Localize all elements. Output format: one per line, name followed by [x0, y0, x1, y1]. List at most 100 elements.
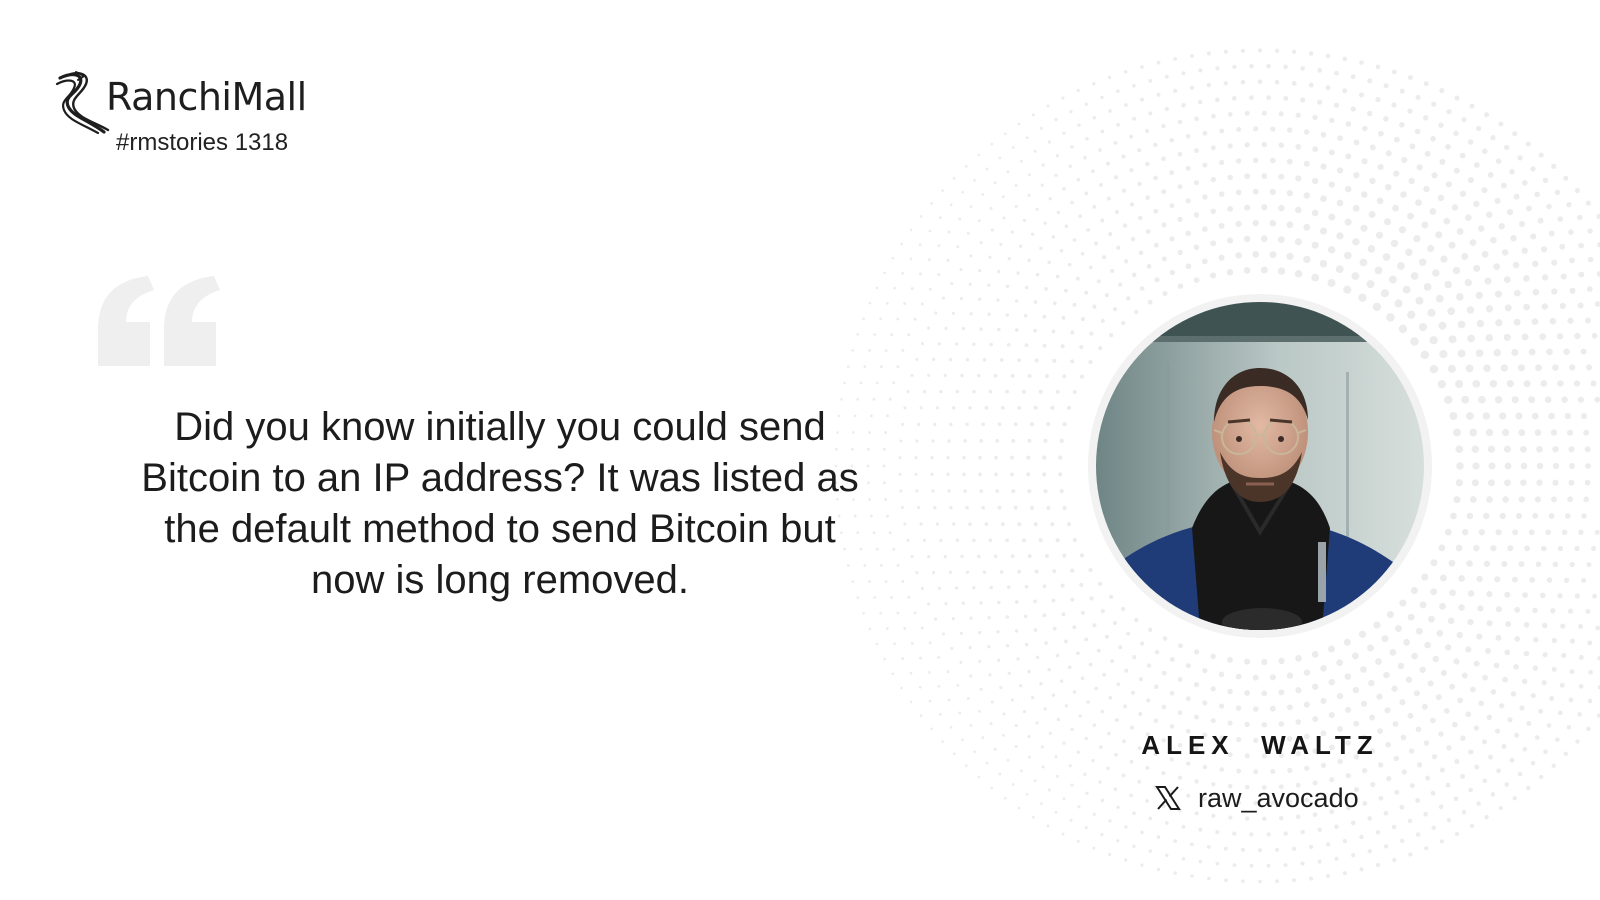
- halftone-dot: [1581, 577, 1587, 583]
- halftone-dot: [1040, 183, 1044, 187]
- halftone-dot: [1378, 130, 1384, 137]
- halftone-dot: [993, 181, 997, 185]
- halftone-dot: [862, 612, 865, 615]
- halftone-dot: [1070, 330, 1075, 335]
- halftone-dot: [1391, 824, 1397, 830]
- halftone-dot: [1034, 569, 1039, 574]
- halftone-dot: [1528, 396, 1536, 404]
- halftone-dot: [988, 255, 992, 259]
- halftone-dot: [1464, 278, 1472, 287]
- halftone-dot: [1148, 78, 1153, 83]
- halftone-dot: [1449, 683, 1456, 690]
- halftone-dot: [1164, 74, 1169, 79]
- halftone-dot: [1269, 674, 1276, 681]
- halftone-dot: [1236, 800, 1241, 805]
- halftone-dot: [1076, 276, 1080, 281]
- halftone-dot: [1498, 805, 1504, 811]
- halftone-dot: [1564, 412, 1571, 420]
- halftone-dot: [1169, 170, 1175, 176]
- halftone-dot: [1126, 296, 1131, 301]
- halftone-dot: [1047, 260, 1051, 265]
- halftone-dot: [1431, 825, 1436, 831]
- halftone-dot: [1138, 711, 1143, 717]
- quote-text: Did you know initially you could send Bi…: [141, 405, 859, 602]
- halftone-dot: [1522, 678, 1528, 684]
- halftone-dot: [1033, 522, 1038, 527]
- story-hashtag: #rmstories 1318: [116, 129, 289, 156]
- halftone-dot: [1185, 728, 1191, 734]
- halftone-dot: [882, 481, 886, 485]
- halftone-dot: [1311, 273, 1320, 282]
- halftone-dot: [1283, 863, 1288, 868]
- halftone-dot: [1546, 203, 1552, 210]
- halftone-dot: [1134, 309, 1139, 315]
- halftone-dot: [1102, 672, 1106, 677]
- halftone-dot: [1473, 200, 1480, 208]
- halftone-dot: [961, 601, 966, 605]
- halftone-dot: [1520, 445, 1527, 453]
- halftone-dot: [979, 687, 983, 691]
- halftone-dot: [1027, 258, 1031, 263]
- halftone-dot: [1447, 364, 1456, 373]
- halftone-dot: [1006, 585, 1011, 590]
- halftone-dot: [1129, 759, 1134, 764]
- halftone-dot: [1210, 272, 1217, 279]
- halftone-dot: [1534, 191, 1541, 198]
- halftone-dot: [1244, 690, 1250, 696]
- halftone-dot: [1359, 834, 1364, 840]
- halftone-dot: [1350, 820, 1356, 826]
- halftone-dot: [1261, 110, 1267, 116]
- halftone-dot: [1244, 110, 1250, 116]
- halftone-dot: [938, 216, 942, 219]
- halftone-dot: [955, 389, 960, 394]
- halftone-dot: [1286, 704, 1293, 711]
- halftone-dot: [1161, 156, 1166, 162]
- halftone-dot: [1169, 757, 1174, 762]
- halftone-dot: [1320, 163, 1327, 170]
- halftone-dot: [1039, 246, 1043, 251]
- halftone-dot: [977, 373, 981, 378]
- halftone-dot: [1100, 318, 1105, 323]
- halftone-dot: [1108, 819, 1112, 823]
- halftone-dot: [1512, 131, 1518, 137]
- halftone-dot: [963, 439, 967, 443]
- halftone-dot: [1088, 567, 1093, 573]
- halftone-dot: [1457, 349, 1466, 358]
- halftone-dot: [1086, 228, 1090, 232]
- halftone-dot: [1407, 108, 1413, 114]
- halftone-dot: [1592, 593, 1598, 599]
- halftone-dot: [978, 455, 982, 460]
- halftone-dot: [1287, 767, 1293, 773]
- halftone-dot: [1519, 705, 1525, 711]
- halftone-dot: [1185, 230, 1192, 237]
- halftone-dot: [1014, 745, 1018, 748]
- halftone-dot: [1269, 157, 1276, 164]
- halftone-dot: [928, 229, 932, 233]
- halftone-dot: [1227, 656, 1233, 663]
- halftone-dot: [1401, 769, 1407, 775]
- halftone-dot: [1218, 703, 1225, 709]
- halftone-dot: [1202, 700, 1208, 706]
- halftone-dot: [907, 333, 911, 337]
- halftone-dot: [1469, 823, 1475, 829]
- halftone-dot: [906, 538, 910, 542]
- halftone-dot: [1410, 337, 1419, 346]
- halftone-dot: [1013, 422, 1018, 427]
- halftone-dot: [981, 192, 985, 196]
- halftone-dot: [1510, 691, 1517, 697]
- halftone-dot: [1100, 609, 1105, 614]
- halftone-dot: [997, 270, 1001, 274]
- halftone-dot: [1536, 446, 1543, 453]
- halftone-dot: [1567, 317, 1574, 324]
- halftone-dot: [1344, 218, 1352, 226]
- halftone-dot: [1278, 173, 1285, 180]
- halftone-dot: [1277, 236, 1285, 244]
- halftone-dot: [927, 326, 931, 330]
- halftone-dot: [1588, 670, 1593, 675]
- halftone-dot: [1596, 213, 1600, 219]
- halftone-dot: [852, 498, 855, 501]
- halftone-dot: [1224, 878, 1228, 883]
- halftone-dot: [1007, 671, 1011, 675]
- halftone-dot: [1295, 719, 1302, 725]
- halftone-dot: [1517, 155, 1523, 161]
